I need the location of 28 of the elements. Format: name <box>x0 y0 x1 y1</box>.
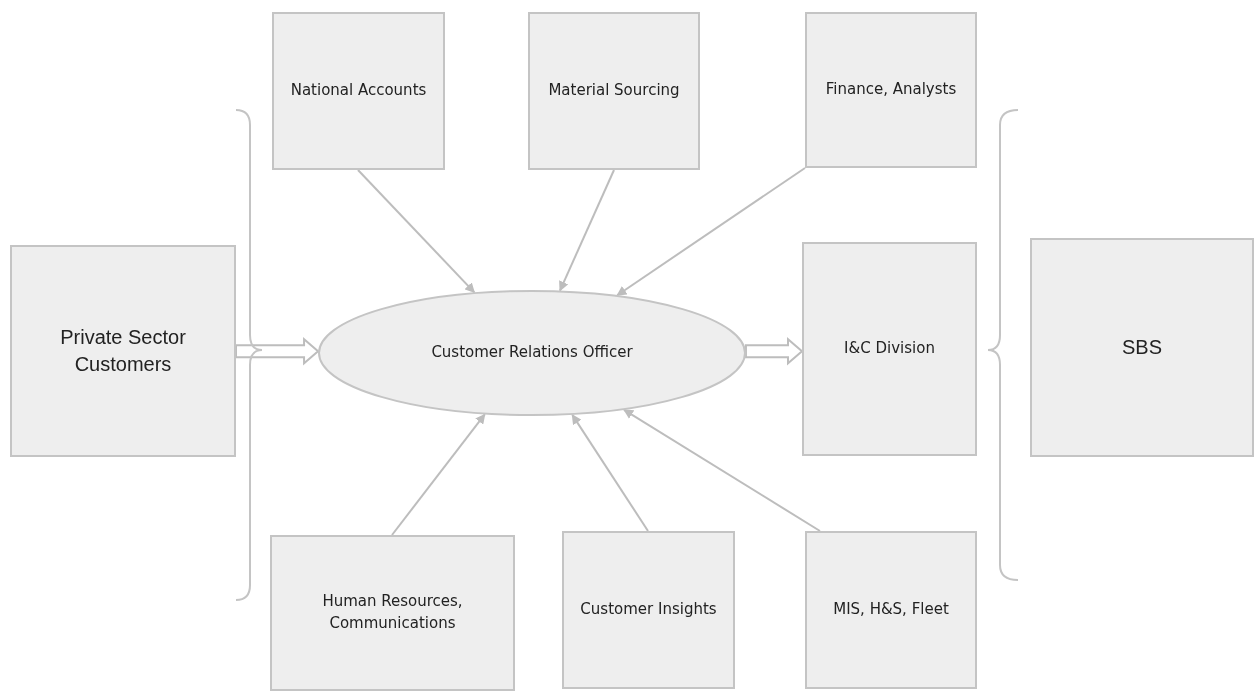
department-box <box>562 531 735 689</box>
box-label: Material Sourcing <box>548 80 680 102</box>
department-box <box>270 535 515 691</box>
arrow <box>559 169 615 292</box>
box-label: Customer Relations Officer <box>431 342 633 364</box>
box-label: National Accounts <box>290 80 427 102</box>
role-ellipse <box>318 290 746 416</box>
box-label: Customer Insights <box>580 599 717 621</box>
arrow <box>357 169 476 294</box>
department-box <box>1030 238 1254 457</box>
department-box <box>272 12 445 170</box>
department-box <box>805 12 977 168</box>
department-box <box>528 12 700 170</box>
box-label: Human Resources, Communications <box>321 591 464 634</box>
arrow <box>623 408 821 532</box>
arrow <box>744 337 804 366</box>
arrow <box>571 413 649 532</box>
box-label: Private Sector Customers <box>59 325 187 377</box>
box-label: SBS <box>1122 335 1162 360</box>
arrow <box>391 413 486 536</box>
box-label: I&C Division <box>844 338 935 360</box>
department-box <box>802 242 977 456</box>
arrow <box>616 167 806 297</box>
box-label: Finance, Analysts <box>825 79 957 101</box>
department-box <box>10 245 236 457</box>
arrow <box>235 337 320 366</box>
box-label: MIS, H&S, Fleet <box>833 599 949 621</box>
department-box <box>805 531 977 689</box>
